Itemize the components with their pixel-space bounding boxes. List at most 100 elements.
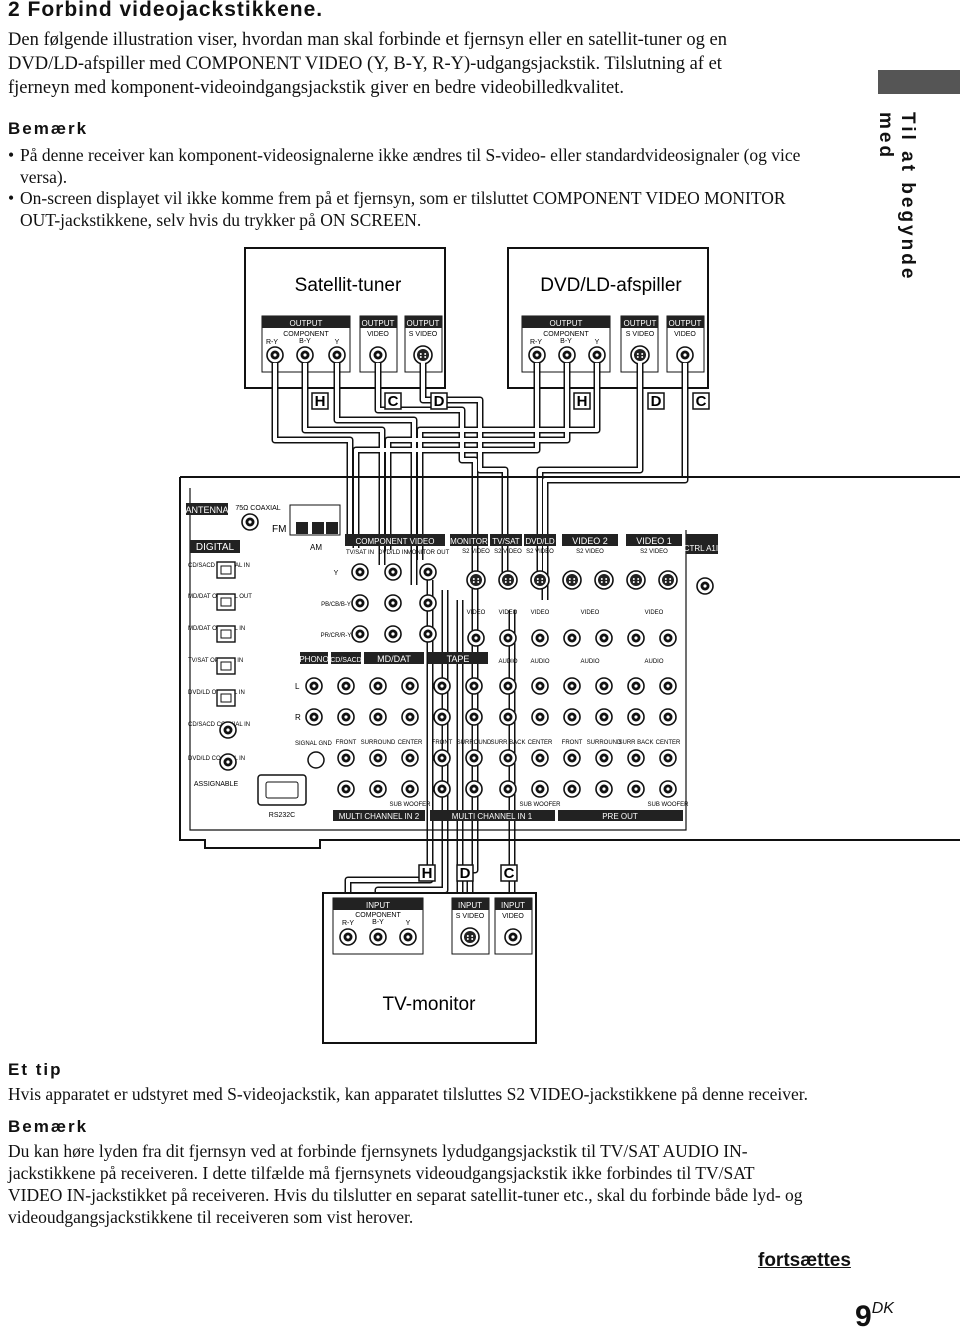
audio-jack[interactable]: [465, 677, 483, 695]
audio-jack[interactable]: [401, 708, 419, 726]
svideo-jack[interactable]: [562, 570, 582, 590]
multichannel-jack[interactable]: [595, 780, 613, 798]
continues-link[interactable]: fortsættes: [758, 1250, 851, 1271]
video-jack[interactable]: [627, 629, 645, 647]
component-jack[interactable]: [419, 594, 437, 612]
component-jack[interactable]: [351, 594, 369, 612]
audio-jack[interactable]: [627, 677, 645, 695]
tv-video-jack[interactable]: [504, 928, 522, 946]
audio-jack[interactable]: [595, 677, 613, 695]
audio-jack[interactable]: [465, 708, 483, 726]
multichannel-jack[interactable]: [595, 749, 613, 767]
audio-jack[interactable]: [369, 677, 387, 695]
multichannel-jack[interactable]: [337, 780, 355, 798]
dvd-ry-jack[interactable]: [528, 346, 546, 364]
component-jack[interactable]: [351, 625, 369, 643]
video-jack[interactable]: [563, 629, 581, 647]
svideo-jack[interactable]: [626, 570, 646, 590]
component-jack[interactable]: [419, 625, 437, 643]
tvsat-label: TV/SAT: [492, 537, 520, 546]
page-number-value: 9: [855, 1300, 872, 1333]
tv-ry-jack[interactable]: [339, 928, 357, 946]
dvd-by-jack[interactable]: [558, 346, 576, 364]
audio-jack[interactable]: [595, 708, 613, 726]
component-jack[interactable]: [351, 563, 369, 581]
multichannel-jack[interactable]: [659, 749, 677, 767]
audio-jack[interactable]: [305, 708, 323, 726]
svideo-jack[interactable]: [658, 570, 678, 590]
ctrl-jack[interactable]: [696, 577, 714, 595]
sat-by-jack[interactable]: [296, 346, 314, 364]
sat-video-jack[interactable]: [369, 346, 387, 364]
multichannel-jack[interactable]: [433, 780, 451, 798]
optical-jack[interactable]: [216, 561, 236, 579]
optical-jack[interactable]: [216, 593, 236, 611]
multichannel-jack[interactable]: [627, 749, 645, 767]
svideo-jack[interactable]: [594, 570, 614, 590]
audio-jack[interactable]: [659, 677, 677, 695]
svideo-jack[interactable]: [530, 570, 550, 590]
multichannel-jack[interactable]: [531, 749, 549, 767]
multichannel-jack[interactable]: [369, 780, 387, 798]
multichannel-jack[interactable]: [401, 749, 419, 767]
component-jack[interactable]: [419, 563, 437, 581]
multichannel-jack[interactable]: [499, 749, 517, 767]
video-jack[interactable]: [531, 629, 549, 647]
dvd-video-jack[interactable]: [676, 346, 694, 364]
component-jack[interactable]: [384, 563, 402, 581]
multichannel-jack[interactable]: [369, 749, 387, 767]
audio-jack[interactable]: [433, 677, 451, 695]
audio-jack[interactable]: [499, 677, 517, 695]
multichannel-jack[interactable]: [531, 780, 549, 798]
fm-jack[interactable]: [241, 513, 259, 531]
audio-jack[interactable]: [659, 708, 677, 726]
optical-jack[interactable]: [216, 689, 236, 707]
audio-jack[interactable]: [337, 708, 355, 726]
surr-back-label: SURR BACK: [618, 740, 653, 746]
sat-y-jack[interactable]: [328, 346, 346, 364]
sat-svideo-jack[interactable]: [413, 345, 433, 365]
optical-jack[interactable]: [216, 657, 236, 675]
audio-jack[interactable]: [531, 677, 549, 695]
connection-diagram: Satellit-tuner OUTPUT COMPONENT R-Y B-Y …: [179, 247, 960, 1044]
multichannel-jack[interactable]: [401, 780, 419, 798]
multichannel-jack[interactable]: [659, 780, 677, 798]
audio-jack[interactable]: [337, 677, 355, 695]
multichannel-jack[interactable]: [465, 749, 483, 767]
multichannel-jack[interactable]: [465, 780, 483, 798]
audio-jack[interactable]: [401, 677, 419, 695]
coaxial-jack[interactable]: [219, 721, 237, 739]
multichannel-jack[interactable]: [433, 749, 451, 767]
audio-jack[interactable]: [627, 708, 645, 726]
optical-jack[interactable]: [216, 625, 236, 643]
sat-ry-jack[interactable]: [266, 346, 284, 364]
dvd-ry-label: R-Y: [530, 339, 542, 346]
video-jack[interactable]: [499, 629, 517, 647]
multichannel-jack[interactable]: [499, 780, 517, 798]
video-jack[interactable]: [659, 629, 677, 647]
audio-jack[interactable]: [563, 708, 581, 726]
audio-jack[interactable]: [305, 677, 323, 695]
coaxial-jack[interactable]: [219, 753, 237, 771]
tv-y-jack[interactable]: [399, 928, 417, 946]
component-jack[interactable]: [384, 625, 402, 643]
audio-jack[interactable]: [531, 708, 549, 726]
side-tab: Til at begynde med: [874, 112, 918, 312]
audio-jack[interactable]: [369, 708, 387, 726]
svideo-jack[interactable]: [466, 570, 486, 590]
multichannel-jack[interactable]: [563, 749, 581, 767]
tv-svideo-jack[interactable]: [460, 927, 480, 947]
video-jack[interactable]: [595, 629, 613, 647]
multichannel-jack[interactable]: [337, 749, 355, 767]
audio-jack[interactable]: [499, 708, 517, 726]
tv-by-jack[interactable]: [369, 928, 387, 946]
multichannel-jack[interactable]: [563, 780, 581, 798]
video-jack[interactable]: [467, 629, 485, 647]
multichannel-jack[interactable]: [627, 780, 645, 798]
svideo-jack[interactable]: [498, 570, 518, 590]
audio-jack[interactable]: [433, 708, 451, 726]
audio-jack[interactable]: [563, 677, 581, 695]
component-jack[interactable]: [384, 594, 402, 612]
dvd-y-jack[interactable]: [588, 346, 606, 364]
dvd-svideo-jack[interactable]: [630, 345, 650, 365]
